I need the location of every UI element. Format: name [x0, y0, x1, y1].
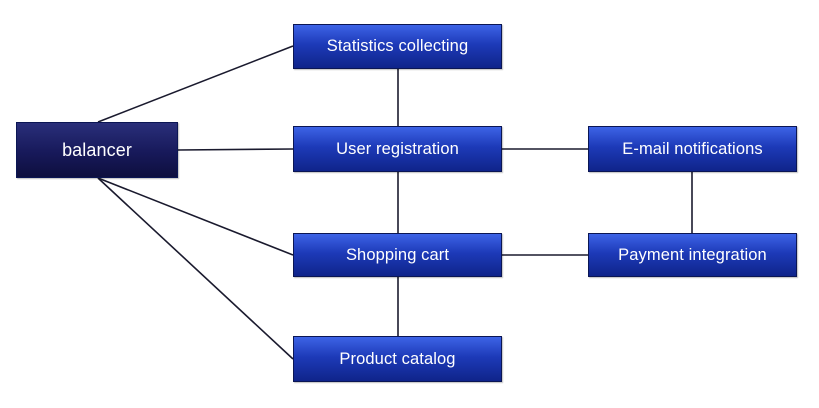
node-shopping-cart: Shopping cart: [293, 233, 502, 277]
node-payment-integration-label: Payment integration: [618, 245, 767, 264]
node-user-registration-label: User registration: [336, 139, 459, 158]
node-payment-integration: Payment integration: [588, 233, 797, 277]
node-shopping-cart-label: Shopping cart: [345, 245, 450, 264]
node-user-registration: User registration: [293, 126, 502, 172]
node-balancer-label: balancer: [62, 139, 132, 160]
node-email-notifications: E-mail notifications: [588, 126, 797, 172]
node-balancer: balancer: [16, 122, 178, 178]
node-email-notifications-label: E-mail notifications: [622, 139, 763, 158]
node-product-catalog-label: Product catalog: [339, 349, 456, 368]
node-statistics-collecting: Statistics collecting: [293, 24, 502, 69]
edge-balancer-shopping-cart: [97, 177, 294, 256]
edge-balancer-product-catalog: [97, 177, 294, 360]
node-statistics-collecting-label: Statistics collecting: [326, 37, 469, 55]
node-product-catalog: Product catalog: [293, 336, 502, 382]
edge-balancer-statistics: [97, 45, 294, 123]
edge-balancer-user-registration: [177, 148, 294, 151]
